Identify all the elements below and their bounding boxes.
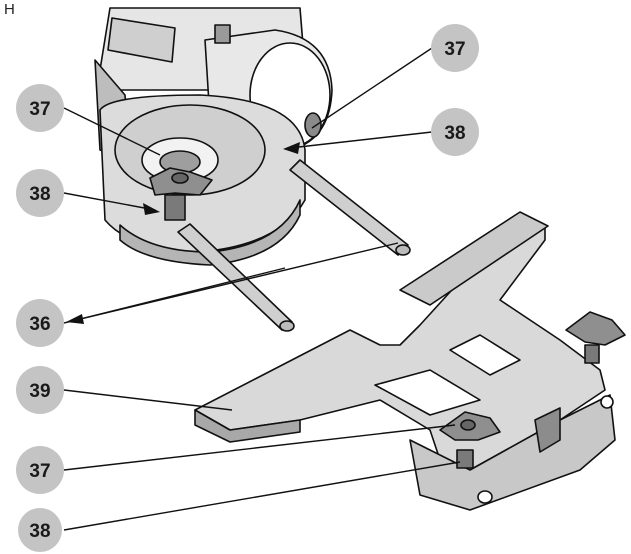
- callout-label: 38: [29, 521, 50, 542]
- callout-badge-36: 36: [16, 299, 64, 347]
- callout-badge-38-bottom: 38: [18, 508, 62, 552]
- callout-label: 39: [29, 381, 50, 402]
- callout-label: 37: [29, 461, 50, 482]
- leader-lines: [63, 47, 461, 531]
- callout-badge-37-top-left: 37: [16, 84, 64, 132]
- router-body: [94, 7, 411, 332]
- callout-label: 38: [29, 184, 50, 205]
- callout-label: 36: [29, 314, 50, 335]
- callout-label: 38: [444, 123, 465, 144]
- figure-letter: H: [4, 1, 15, 18]
- callout-badge-37-top-right: 37: [431, 24, 479, 72]
- callout-label: 37: [29, 99, 50, 120]
- edge-guide: [194, 211, 626, 511]
- callout-label: 37: [444, 39, 465, 60]
- callout-badge-39: 39: [16, 366, 64, 414]
- callout-badge-38-top-left: 38: [16, 169, 64, 217]
- callout-badge-38-top-right: 38: [431, 108, 479, 156]
- callout-badge-37-bottom: 37: [16, 446, 64, 494]
